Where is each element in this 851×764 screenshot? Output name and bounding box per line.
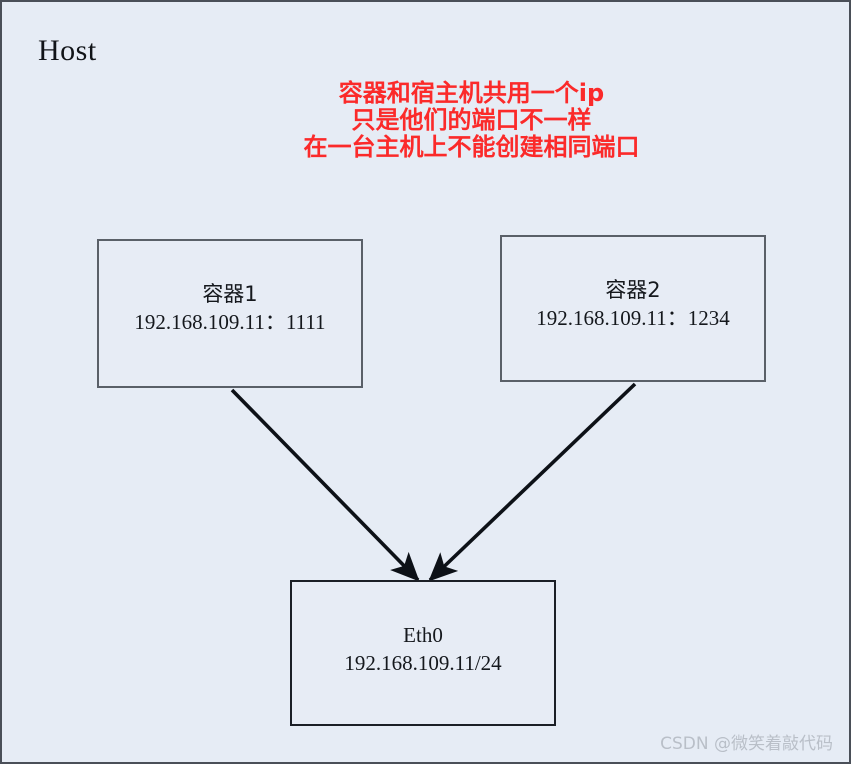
annotation-line-2: 只是他们的端口不一样 [351, 106, 592, 134]
annotation-note-inner: 容器和宿主机共用一个ip 只是他们的端口不一样 在一台主机上不能创建相同端口 [304, 80, 640, 161]
csdn-watermark: CSDN @微笑着敲代码 [660, 734, 833, 754]
edge-container1-to-eth0 [230, 388, 420, 582]
annotation-line-3: 在一台主机上不能创建相同端口 [303, 133, 640, 161]
edge-container2-to-eth0 [428, 382, 637, 582]
node-container-1-title: 容器1 [202, 282, 258, 306]
annotation-line-1: 容器和宿主机共用一个ip [338, 79, 605, 107]
node-eth0-title: Eth0 [403, 623, 443, 647]
node-container-2-title: 容器2 [605, 278, 661, 302]
node-eth0: Eth0 192.168.109.11/24 [290, 580, 556, 726]
node-eth0-address: 192.168.109.11/24 [344, 651, 502, 675]
node-container-1-address: 192.168.109.11：1111 [134, 310, 326, 334]
node-container-2-address: 192.168.109.11：1234 [536, 306, 730, 330]
annotation-note: 容器和宿主机共用一个ip 只是他们的端口不一样 在一台主机上不能创建相同端口 [2, 80, 849, 161]
host-title: Host [38, 34, 97, 67]
node-container-1: 容器1 192.168.109.11：1111 [97, 239, 363, 388]
node-container-2: 容器2 192.168.109.11：1234 [500, 235, 766, 382]
